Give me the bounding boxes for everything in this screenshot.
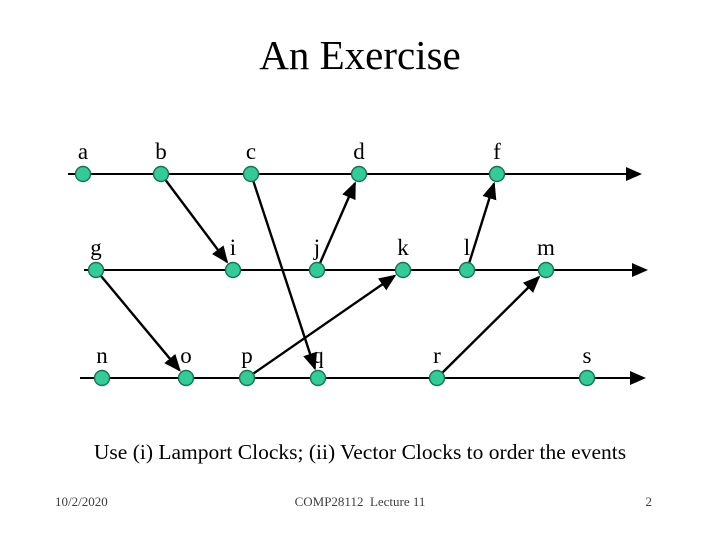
event-dot-g	[87, 261, 105, 279]
event-dot-i	[224, 261, 242, 279]
message-arrow-l-to-f	[468, 181, 497, 263]
event-dot-q	[309, 369, 327, 387]
event-dot-p	[238, 369, 256, 387]
event-dot-s	[578, 369, 596, 387]
timelines-layer	[68, 167, 648, 385]
event-label-p: p	[241, 343, 253, 368]
message-arrow-b-to-i	[164, 179, 229, 264]
message-arrow-c-to-q	[252, 181, 317, 371]
event-label-r: r	[433, 343, 441, 368]
event-dot-m	[537, 261, 555, 279]
event-dot-f	[488, 165, 506, 183]
slide-footer: 10/2/2020 COMP28112 Lecture 11 2	[0, 494, 720, 514]
event-dot-a	[74, 165, 92, 183]
event-label-q: q	[312, 343, 324, 368]
event-label-g: g	[90, 235, 102, 260]
footer-course: COMP28112 Lecture 11	[294, 494, 426, 509]
event-dot-o	[177, 369, 195, 387]
event-label-l: l	[464, 235, 470, 260]
event-label-j: j	[313, 235, 320, 260]
event-dot-b	[152, 165, 170, 183]
event-label-n: n	[96, 343, 108, 368]
event-dot-l	[458, 261, 476, 279]
event-dot-k	[394, 261, 412, 279]
footer-date: 10/2/2020	[55, 494, 108, 509]
instruction-text: Use (i) Lamport Clocks; (ii) Vector Cloc…	[93, 440, 627, 464]
event-label-d: d	[353, 139, 365, 164]
event-label-s: s	[583, 343, 592, 368]
event-label-i: i	[230, 235, 236, 260]
event-label-b: b	[155, 139, 167, 164]
message-arrow-r-to-m	[441, 275, 541, 374]
messages-layer	[100, 179, 541, 375]
events-layer: a b c d f g i j k l m n o p q r s	[74, 139, 596, 387]
message-arrow-p-to-k	[252, 274, 397, 375]
event-dot-c	[242, 165, 260, 183]
event-dot-d	[350, 165, 368, 183]
event-label-o: o	[180, 343, 192, 368]
message-arrow-j-to-d	[319, 181, 357, 264]
event-dot-n	[93, 369, 111, 387]
slide-title: An Exercise	[259, 32, 461, 78]
event-label-k: k	[397, 235, 409, 260]
event-label-f: f	[493, 139, 501, 164]
message-arrow-g-to-o	[100, 275, 181, 372]
event-label-a: a	[78, 139, 88, 164]
footer-page-number: 2	[645, 494, 653, 509]
event-label-m: m	[537, 235, 555, 260]
event-label-c: c	[246, 139, 256, 164]
event-dot-r	[428, 369, 446, 387]
event-dot-j	[308, 261, 326, 279]
